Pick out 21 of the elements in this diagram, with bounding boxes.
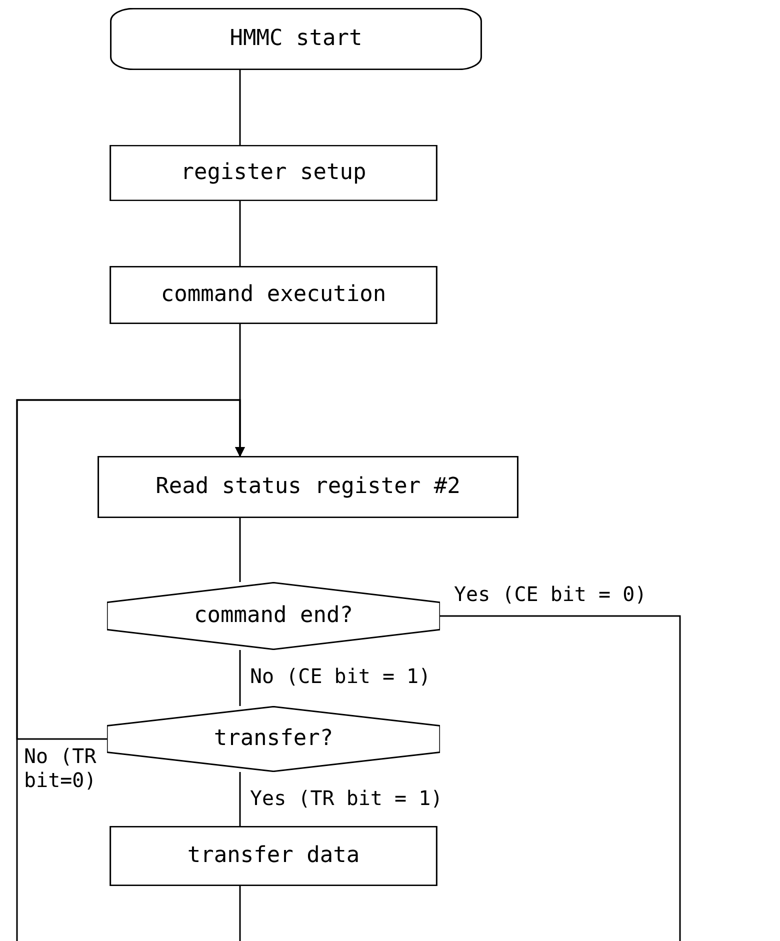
process-box [107,266,440,324]
node-label: command end? [194,605,353,627]
node-label: HMMC start [230,28,362,50]
node-label: transfer data [187,845,360,867]
process-box [107,145,440,201]
node-label: Read status register #2 [156,476,460,498]
node-label: command execution [160,284,386,306]
connector-line [239,886,241,941]
decision-diamond [107,706,440,772]
decision-diamond [107,582,440,650]
node-label: transfer? [214,728,334,750]
connector-line [239,518,241,582]
connector-line [239,201,241,266]
start-terminal [107,8,485,70]
connector-line [239,70,241,145]
connector-line [239,772,241,826]
node-label: register setup [180,162,366,184]
connector-line [440,615,681,941]
connector-line [239,650,241,706]
arrow [16,399,245,941]
process-box [107,826,440,886]
